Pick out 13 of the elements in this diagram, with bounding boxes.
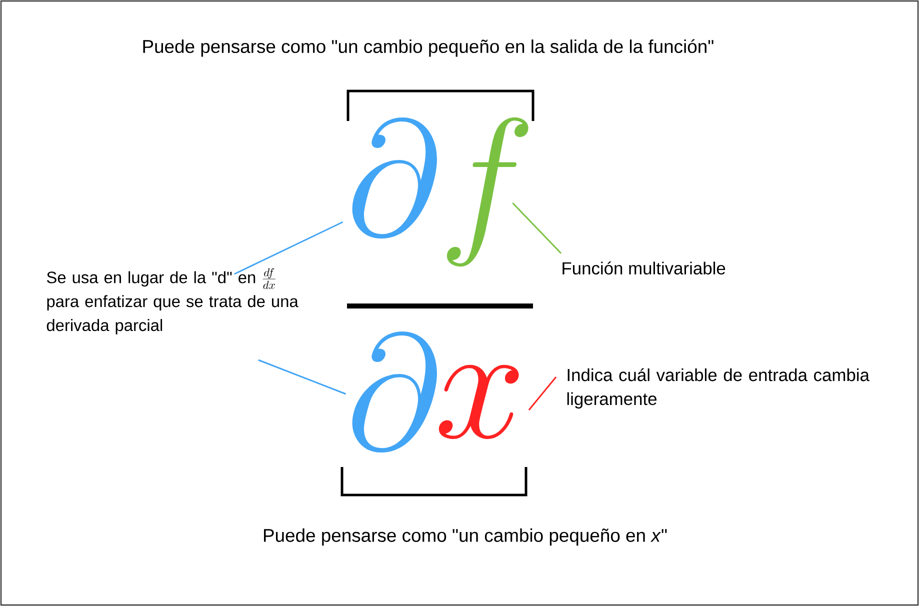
annotation-text: Indica cuál variable de entrada cambia ligeramente <box>567 368 870 409</box>
annotation-text: Se usa en lugar de la "d" en $\frac{df}{dx}$ para enfatizar que se trata de una derivada parcial <box>46 268 298 334</box>
leader-line <box>528 376 557 410</box>
annotation-text: Función multivariable <box>562 261 726 274</box>
math-symbol: $\partial$ <box>352 332 437 453</box>
leader-line <box>512 202 562 254</box>
math-symbol: $f$ <box>446 117 528 267</box>
leader-line <box>234 221 344 275</box>
math-symbol: $x$ <box>438 364 519 440</box>
caption-text: Puede pensarse como "un cambio pequeño en la salida de la función" <box>143 39 714 57</box>
caption-text: Puede pensarse como "un cambio pequeño en x" <box>264 528 667 546</box>
math-symbol: $\partial$ <box>352 118 437 239</box>
leader-line <box>258 359 346 395</box>
